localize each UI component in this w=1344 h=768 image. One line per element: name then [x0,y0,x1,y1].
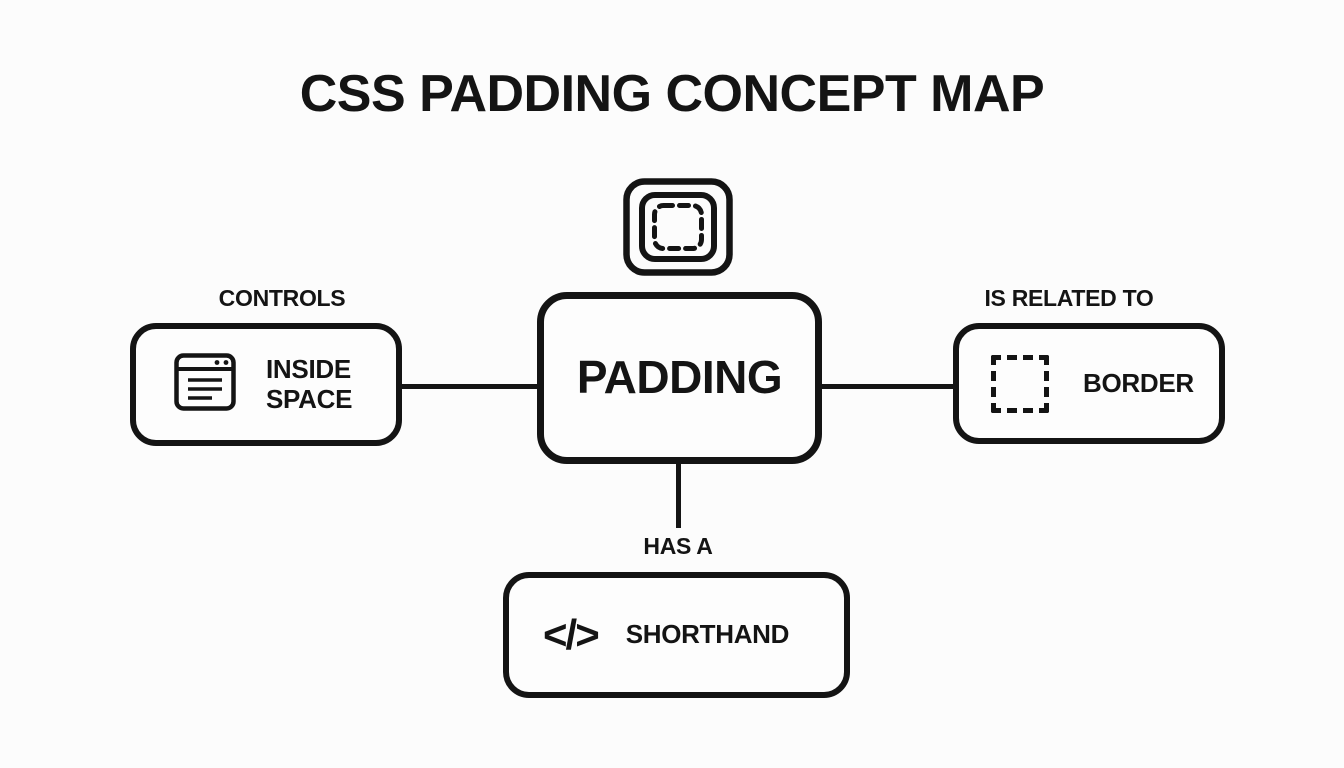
connector-left [400,384,540,389]
padding-node-label: PADDING [576,351,783,404]
node-shorthand: </> SHORTHAND [503,572,850,698]
relation-label-is-related-to: IS RELATED TO [984,285,1154,311]
relation-label-has-a: HAS A [643,533,713,559]
padding-layers-icon-svg [623,178,733,276]
connector-bottom [676,462,681,528]
code-icon: </> [543,611,600,658]
diagram-title: CSS PADDING CONCEPT MAP [299,65,1045,123]
node-inside-space: INSIDE SPACE [130,323,402,446]
inside-space-label: INSIDE SPACE [266,354,353,414]
connector-right [819,384,956,389]
padding-layers-icon [622,177,734,277]
border-label: BORDER [1083,367,1194,398]
shorthand-label: SHORTHAND [625,619,790,650]
browser-window-icon [174,353,236,416]
relation-label-controls: CONTROLS [218,285,346,311]
node-border: BORDER [953,323,1225,444]
dashed-square-icon [991,354,1049,413]
node-padding: PADDING [537,292,822,464]
